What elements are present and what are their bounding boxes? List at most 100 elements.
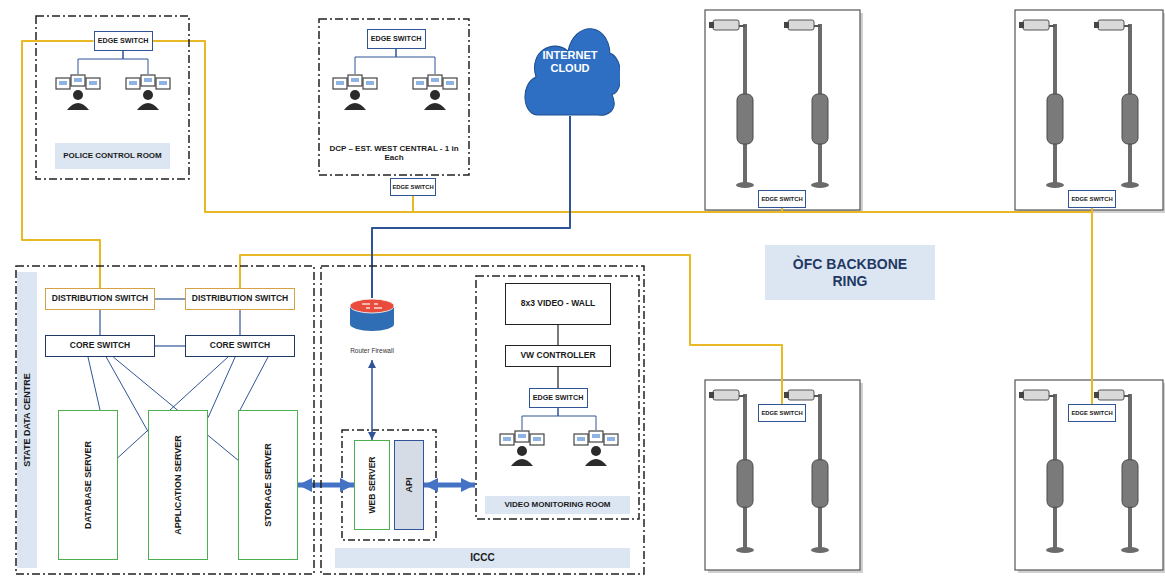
panel-frame (1015, 10, 1163, 210)
cctv-camera (788, 390, 814, 400)
camera-pole-panel (1015, 380, 1165, 573)
video-wall-box: VW CONTROLLER (505, 345, 611, 367)
monitor (428, 75, 442, 86)
node-label: WEB SERVER (367, 457, 377, 514)
node-label: 8x3 VIDEO - WALL (521, 299, 596, 309)
group-outline (16, 266, 314, 574)
junction-cabinet (737, 460, 753, 508)
monitor (56, 78, 70, 89)
junction-cabinet (1047, 460, 1063, 508)
monitor (413, 78, 427, 89)
edge-switch-box: EDGE SWITCH (758, 404, 806, 422)
operator-console (56, 75, 100, 110)
junction-cabinet (812, 460, 828, 508)
junction-cabinet (1122, 460, 1138, 508)
operator-console (413, 75, 457, 110)
junction-cabinet (1122, 94, 1138, 144)
lan-wire (123, 51, 148, 74)
monitor (530, 434, 544, 445)
monitor (86, 78, 100, 89)
camera-lens (1019, 22, 1024, 28)
cctv-camera (713, 20, 739, 30)
group-outline (321, 266, 644, 574)
lan-wire (522, 408, 558, 430)
edge-switch-box: EDGE SWITCH (390, 178, 436, 196)
monitor (141, 75, 155, 86)
ofc-link (1091, 208, 1093, 404)
monitor-screen (577, 437, 585, 441)
operator-head (517, 446, 527, 456)
region-label: DCP – EST. WEST CENTRAL - 1 in Each (326, 136, 462, 170)
lan-link (239, 310, 240, 335)
node-label: API (404, 477, 414, 492)
data-flow-arrow (424, 483, 475, 488)
ofc-link (413, 196, 782, 212)
operator-body (137, 103, 159, 110)
monitor-screen (366, 81, 374, 85)
router-arrow (366, 307, 370, 308)
pole-base (1121, 547, 1139, 553)
edge-switch-box: EDGE SWITCH (94, 31, 153, 51)
operator-head (73, 90, 83, 100)
router-arrow (362, 303, 370, 304)
pole-base (1046, 547, 1064, 553)
camera-lens (1019, 392, 1024, 398)
node-label: EDGE SWITCH (98, 37, 149, 45)
monitor (156, 78, 170, 89)
lan-link (155, 298, 185, 299)
region-label: ICCC (335, 548, 630, 568)
monitor-screen (159, 81, 167, 85)
cloud-outline (525, 29, 620, 115)
ofc-link (153, 41, 414, 212)
edge-switch-box: EDGE SWITCH (529, 388, 588, 408)
camera-lens (1094, 22, 1099, 28)
monitor (443, 78, 457, 89)
distribution-switch-box: DISTRIBUTION SWITCH (45, 288, 155, 310)
node-label: APPLICATION SERVER (173, 435, 183, 535)
panel-frame (705, 10, 860, 210)
cctv-camera (1098, 20, 1124, 30)
monitor-screen (592, 434, 600, 438)
web-tier-frame (342, 430, 436, 540)
monitor (333, 78, 347, 89)
node-label: ÒFC BACKBONE RING (780, 256, 920, 288)
operator-body (344, 103, 366, 110)
monitor (348, 75, 362, 86)
monitor (589, 431, 603, 442)
monitor-screen (59, 81, 67, 85)
pole-base (1121, 182, 1139, 188)
edge-switch-box: EDGE SWITCH (1068, 190, 1116, 208)
monitor-screen (351, 78, 359, 82)
router-firewall-icon: Router Firewall (340, 298, 404, 360)
cctv-camera (1023, 390, 1049, 400)
monitor-screen (144, 78, 152, 82)
node-label: EDGE SWITCH (761, 196, 802, 203)
api-box: API (394, 440, 424, 530)
group-region: STATE DATA CENTREDISTRIBUTION SWITCHDIST… (15, 265, 315, 575)
group-region: POLICE CONTROL ROOMEDGE SWITCH (35, 15, 190, 180)
operator-body (424, 103, 446, 110)
node-label: VW CONTROLLER (520, 351, 595, 361)
monitor-screen (518, 434, 526, 438)
lan-wire (396, 49, 435, 74)
internet-link (372, 116, 570, 298)
monitor-screen (607, 437, 615, 441)
node-label: DATABASE SERVER (83, 441, 93, 529)
lan-link (99, 310, 100, 335)
group-outline (319, 19, 469, 175)
operator-head (143, 90, 153, 100)
lan-wire (78, 51, 123, 74)
monitor-screen (446, 81, 454, 85)
ofc-link (782, 208, 1092, 212)
router-arrow (374, 303, 378, 304)
operator-head (591, 446, 601, 456)
lan-wire (355, 49, 396, 74)
lan-wire (558, 408, 596, 430)
cctv-camera (1023, 20, 1049, 30)
node-label: EDGE SWITCH (392, 184, 433, 191)
monitor (574, 434, 588, 445)
core-switch-box: CORE SWITCH (185, 335, 295, 357)
monitor (71, 75, 85, 86)
video-link (557, 325, 558, 345)
